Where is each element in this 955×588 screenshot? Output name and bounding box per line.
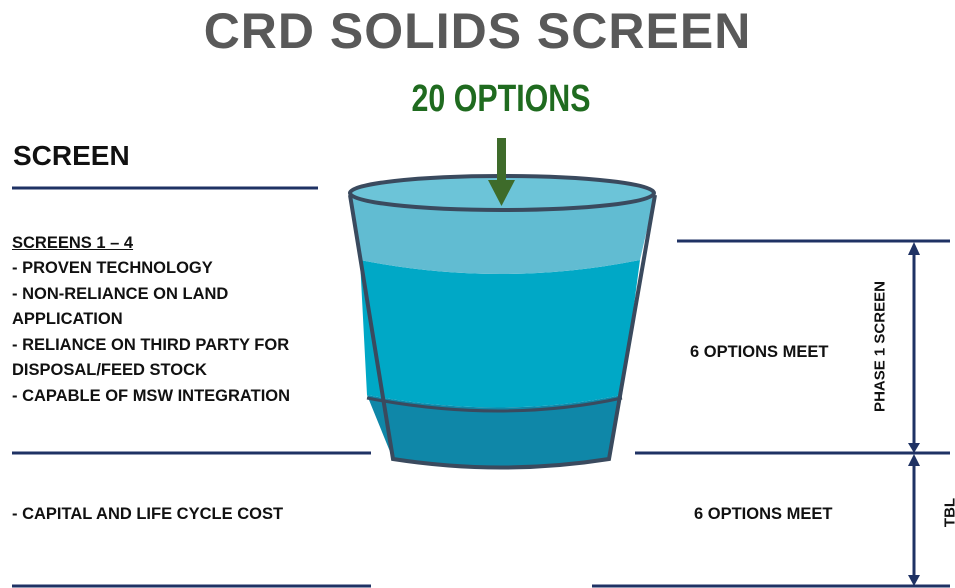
criteria-item: - CAPABLE OF MSW INTEGRATION [12,386,291,405]
screen-heading: SCREEN [13,140,130,171]
phase1-screen-label: PHASE 1 SCREEN [871,281,889,412]
tbl-label: TBL [941,497,955,528]
tbl-bracket-arrow-icon [908,454,920,586]
screening-cup-icon [348,174,657,470]
down-arrow-icon [488,138,515,206]
diagram-title: CRD SOLIDS SCREEN [203,3,752,59]
phase1-bracket-arrow-icon [908,242,920,453]
tbl-criteria: - CAPITAL AND LIFE CYCLE COST [12,505,284,523]
criteria-item: - NON-RELIANCE ON LAND APPLICATION [12,284,229,329]
tbl-result: 6 OPTIONS MEET [694,505,833,523]
options-in-label: 20 OPTIONS [411,78,591,120]
phase1-criteria-list: - PROVEN TECHNOLOGY - NON-RELIANCE ON LA… [12,256,342,409]
screens-range-label: SCREENS 1 – 4 [12,234,134,252]
criteria-item: - RELIANCE ON THIRD PARTY FOR DISPOSAL/F… [12,335,290,380]
criteria-item: - PROVEN TECHNOLOGY [12,259,213,277]
phase1-result: 6 OPTIONS MEET [690,343,829,361]
